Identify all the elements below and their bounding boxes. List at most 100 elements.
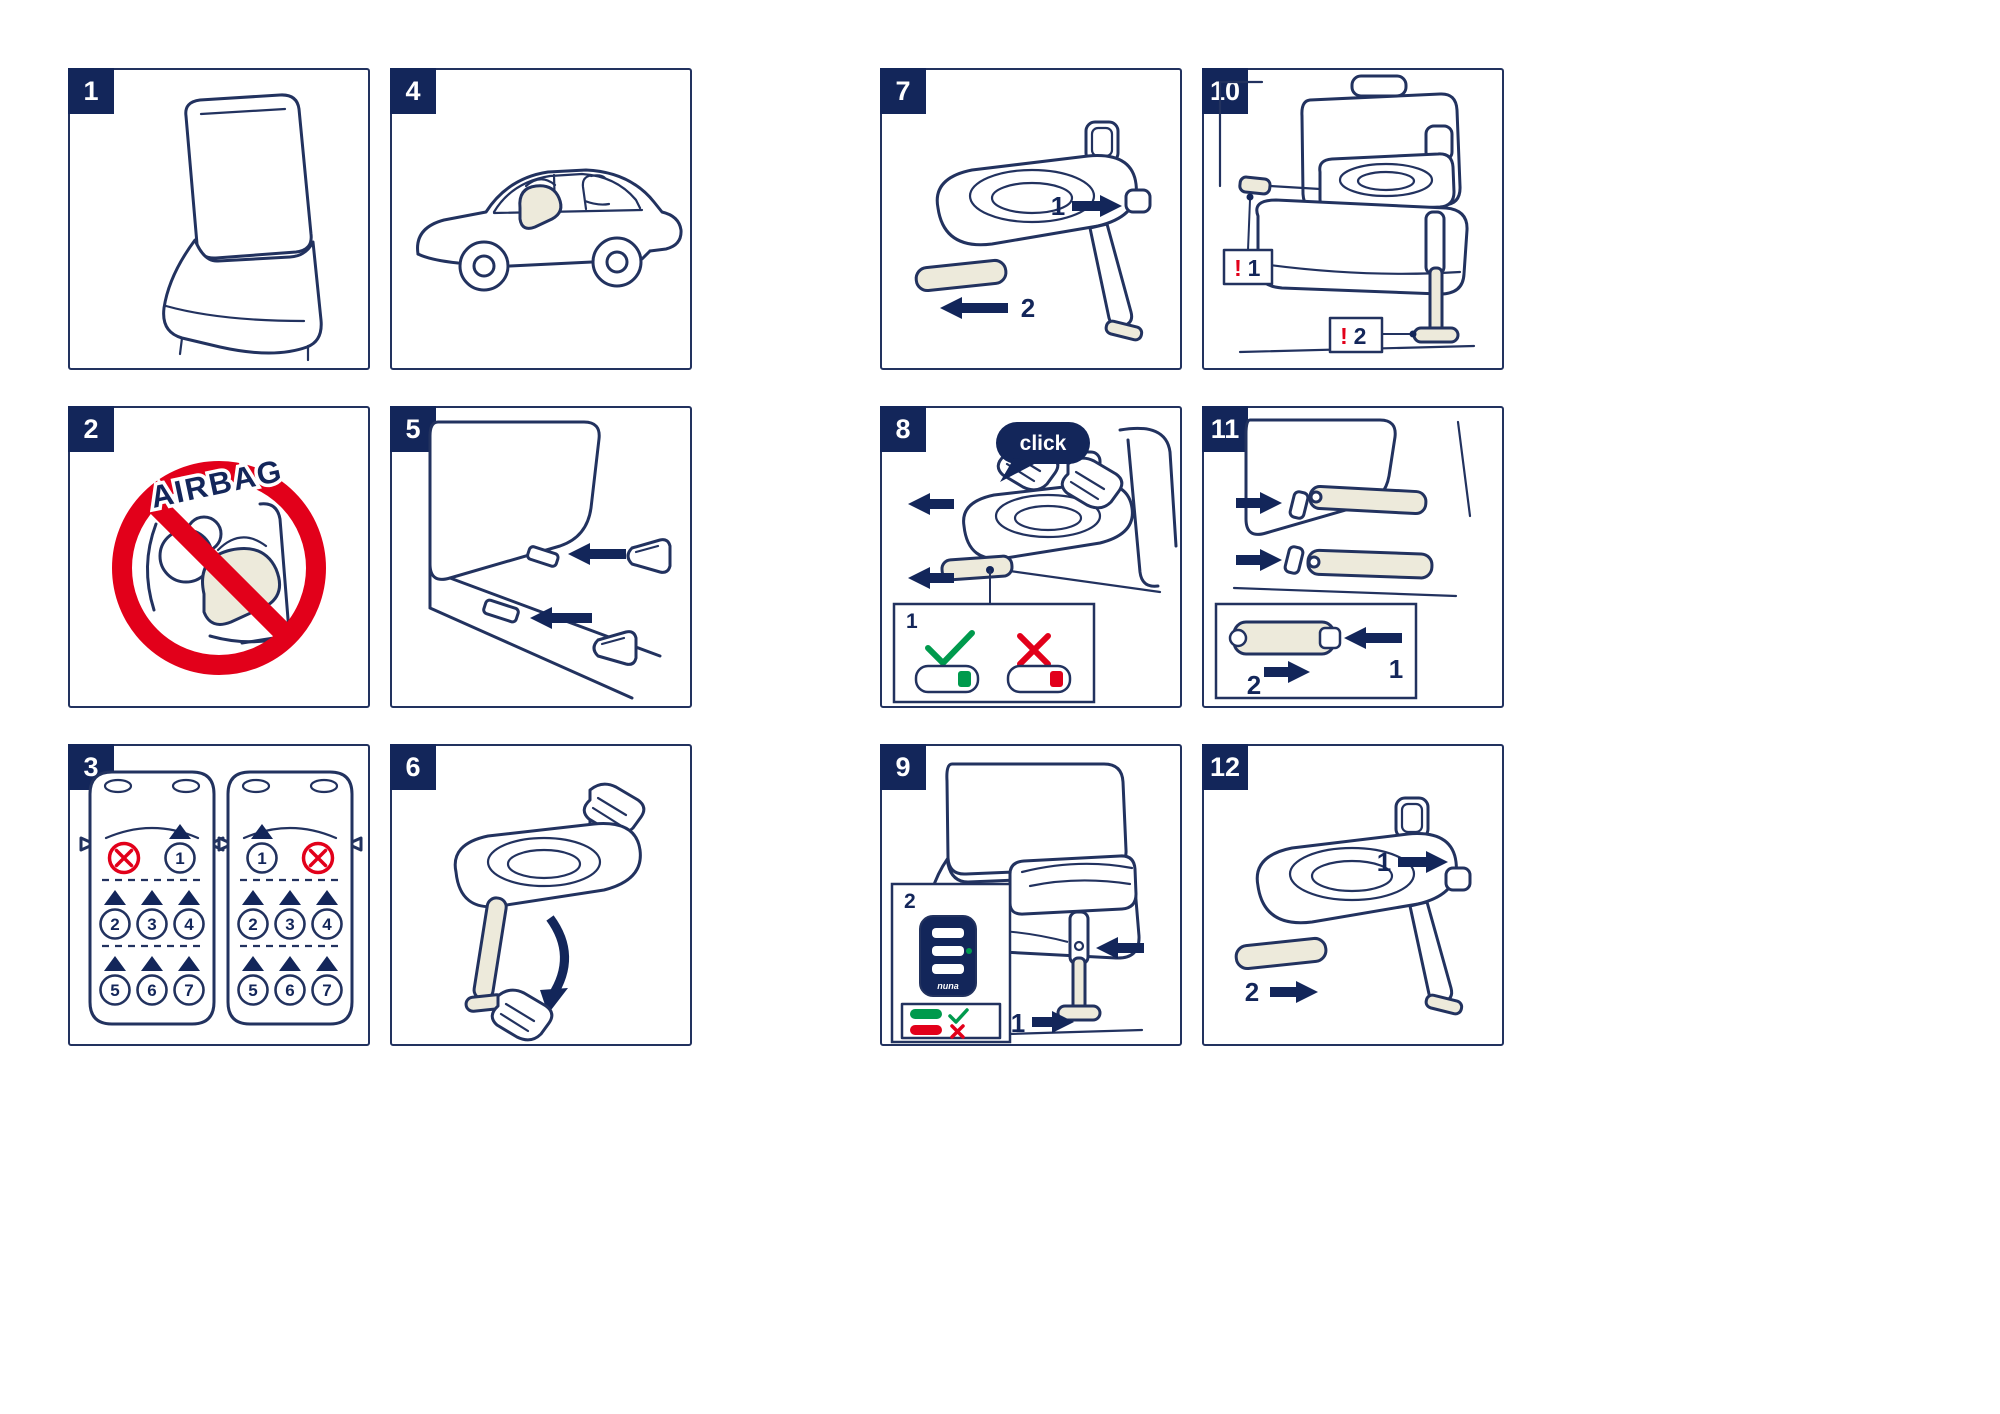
seat-number: 6 — [147, 981, 156, 1000]
panel-10: 10 — [1202, 68, 1504, 370]
step-1-label: 1 — [1051, 191, 1065, 221]
seat-number: 4 — [322, 915, 332, 934]
click-bubble: click — [996, 422, 1090, 482]
no-install-icon — [107, 841, 141, 875]
brand-label: nuna — [937, 981, 959, 991]
panel-8: 8 click — [880, 406, 1182, 708]
isofix-arm — [1308, 485, 1428, 516]
warning-1-mark: ! — [1234, 255, 1242, 281]
connector-detail-illustration: 2 1 — [1214, 418, 1472, 700]
panel-9: 9 1 2 — [880, 744, 1182, 1046]
warning-1-callout: ! 1 — [1222, 193, 1274, 286]
seat-cradle-inner — [506, 848, 582, 880]
car-top-view-left: 1 2 3 4 5 6 7 — [79, 770, 225, 1026]
load-leg — [1088, 222, 1144, 342]
seat-cradle-inner — [1356, 170, 1416, 192]
front-seat-outline — [581, 174, 611, 211]
check-icon — [925, 630, 975, 666]
press-step-label: 1 — [1389, 654, 1403, 684]
panel-1-badge: 1 — [68, 68, 114, 114]
warning-2-number: 2 — [1354, 323, 1367, 349]
isofix-arm — [1306, 548, 1434, 580]
isofix-anchor-illustration — [428, 420, 672, 700]
isofix-anchor-icon — [526, 545, 560, 568]
step-2-label: 2 — [1245, 977, 1259, 1007]
insert-arrow-icon — [568, 543, 626, 565]
isofix-connector — [1238, 175, 1272, 196]
no-install-icon — [301, 841, 335, 875]
release-handle — [1444, 866, 1472, 892]
inset-label: 1 — [906, 610, 918, 633]
panel-8-badge: 8 — [880, 406, 926, 452]
seat-number: 1 — [257, 849, 266, 868]
seat-cradle-ring — [1338, 162, 1434, 198]
panel-12: 12 1 2 — [1202, 744, 1504, 1046]
forward-arrow-icon — [251, 824, 273, 839]
seat-cradle-ring — [1288, 846, 1416, 902]
panel-4: 4 — [390, 68, 692, 370]
panel-10-badge: 10 — [1202, 68, 1248, 114]
seat-cushion-line — [1232, 420, 1472, 598]
seat-cushion — [162, 238, 323, 362]
panel-2: 2 AIRBAG — [68, 406, 370, 708]
leg-adjust-button — [1073, 940, 1085, 952]
load-leg — [1408, 900, 1464, 1016]
seat-number: 7 — [184, 981, 193, 1000]
green-indicator-dot — [966, 948, 972, 954]
isofix-anchor-icon — [482, 598, 520, 624]
panel-7-badge: 7 — [880, 68, 926, 114]
prohibition-sign-icon — [112, 461, 326, 675]
infant-seat-handle — [524, 178, 557, 188]
panel-1: 1 — [68, 68, 370, 370]
push-step-label: 2 — [1247, 670, 1261, 700]
base-platform — [1008, 854, 1138, 916]
hand — [490, 988, 554, 1042]
attach-arrow-icon — [1236, 492, 1282, 514]
car-side-view-illustration — [416, 168, 683, 292]
infant-seat — [518, 184, 563, 230]
isofix-anchor-icon — [1288, 490, 1310, 520]
push-base-illustration: click 1 — [892, 422, 1178, 704]
panel-6: 6 — [390, 744, 692, 1046]
leg-foot — [1412, 326, 1460, 344]
panel-5: 5 — [390, 406, 692, 708]
step-1-arrow-icon — [1398, 851, 1448, 873]
indicator-legend — [900, 1002, 1002, 1040]
leg-indicator-inset: 2 nuna — [890, 882, 1012, 1044]
inset-label: 2 — [904, 890, 916, 913]
seat-number: 2 — [110, 915, 119, 934]
seat-cradle-ring — [994, 493, 1102, 539]
car-body — [416, 168, 683, 268]
hand — [1060, 456, 1124, 510]
rotate-arrow-icon — [540, 915, 569, 1014]
indicator-green — [910, 1009, 942, 1019]
wheels — [458, 236, 643, 292]
seat-cradle-ring — [968, 168, 1096, 224]
connector-indicator-wrong-icon — [1006, 664, 1072, 694]
step-1-arrow-icon — [1032, 1011, 1074, 1033]
release-inset: 2 1 — [1214, 602, 1418, 700]
seating-positions-illustration: 1 2 3 4 5 6 7 1 — [79, 770, 363, 1026]
release-base-illustration: 1 2 — [1234, 796, 1472, 1016]
check-icon — [948, 1008, 969, 1024]
panel-7: 7 1 2 — [880, 68, 1182, 370]
panel-12-badge: 12 — [1202, 744, 1248, 790]
push-arrow-icon — [908, 567, 954, 589]
press-step-arrow-icon — [1344, 627, 1402, 649]
step-2-label: 2 — [1021, 293, 1035, 323]
seat-number: 4 — [184, 915, 194, 934]
seat-number: 2 — [248, 915, 257, 934]
load-leg — [1412, 210, 1460, 344]
indicator-red — [910, 1025, 942, 1035]
insert-arrow-icon — [530, 607, 592, 629]
leg-foot — [1424, 993, 1464, 1016]
cross-icon — [950, 1024, 965, 1039]
step-1-arrow-icon — [1072, 195, 1122, 217]
isofix-arm — [914, 258, 1008, 293]
seat-cradle-inner — [990, 181, 1074, 215]
step-2-arrow-icon — [1270, 981, 1318, 1003]
panel-2-badge: 2 — [68, 406, 114, 452]
seat-number: 5 — [248, 981, 257, 1000]
isofix-arm — [940, 554, 1014, 582]
